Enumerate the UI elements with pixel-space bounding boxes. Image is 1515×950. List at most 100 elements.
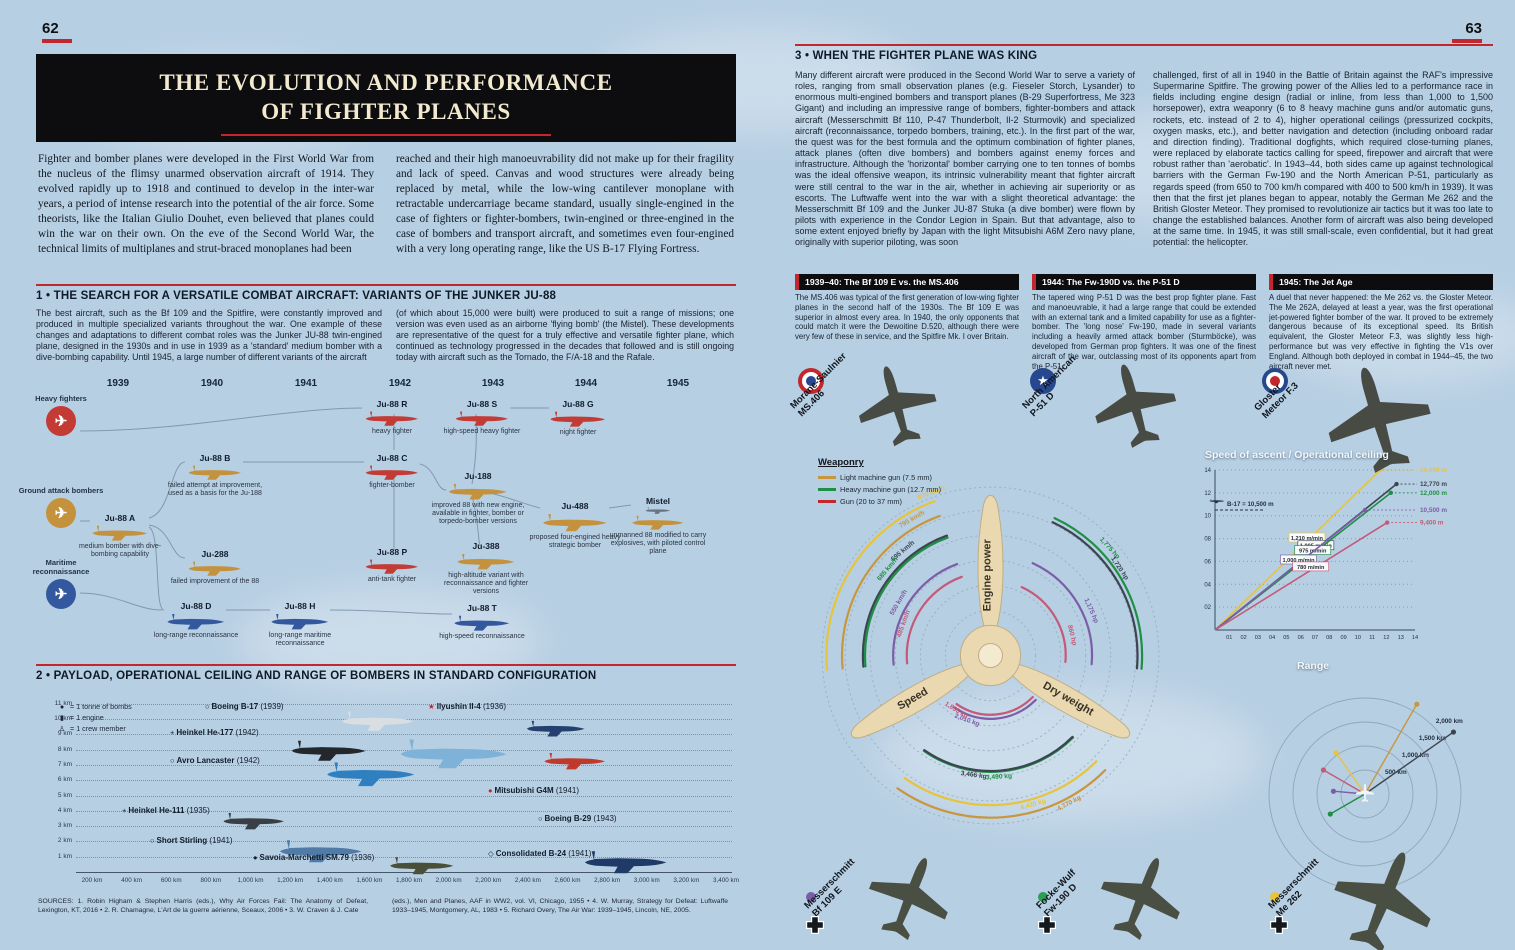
x-axis-tick: 1,800 km <box>396 877 422 884</box>
variant-plane-silhouette <box>456 551 516 572</box>
propeller-blade <box>850 660 981 739</box>
chart-shape <box>401 740 507 769</box>
propeller-hub-center <box>977 642 1004 669</box>
variant-caption: unmanned 88 modified to carry explosives… <box>609 532 707 556</box>
bomber-label: ★Ilyushin Il-4 (1936) <box>428 702 507 711</box>
propeller-blade <box>1000 660 1131 739</box>
chart-shape <box>449 484 507 500</box>
gridline <box>76 795 732 797</box>
variant-name: Ju-88 S <box>466 399 498 409</box>
chart-shape <box>189 562 241 576</box>
chart-shape <box>457 554 514 569</box>
weaponry-item: Gun (20 to 37 mm) <box>818 497 978 506</box>
variant-plane-silhouette <box>453 613 511 633</box>
ring-label: 2,000 km <box>1436 718 1463 725</box>
aircraft-name-meteor: Gloster Meteor F.3 <box>1252 373 1301 421</box>
bomber-label: ○Avro Lancaster (1942) <box>170 756 260 765</box>
gridline <box>76 826 732 828</box>
timeline-year: 1940 <box>200 378 224 389</box>
weaponry-legend: Weaponry Light machine gun (7.5 mm) Heav… <box>818 452 978 506</box>
chart-shape <box>342 712 413 731</box>
comparison-arc <box>863 528 1118 783</box>
y-tick-label: 06 <box>1204 559 1211 565</box>
timeline-year: 1943 <box>481 378 505 389</box>
bomber-name: Mitsubishi G4M <box>494 786 554 795</box>
x-axis-tick: 2,200 km <box>475 877 502 884</box>
variant-caption: night fighter <box>559 429 597 436</box>
line-end-dot <box>1384 520 1390 525</box>
bomber-marker-icon: ◇ <box>488 849 494 858</box>
range-dot <box>1330 788 1337 794</box>
bomber-marker-icon: + <box>122 806 127 815</box>
x-axis-tick: 3,200 km <box>673 877 700 884</box>
x-axis-tick: 3,000 km <box>633 877 660 884</box>
bomber-silhouette <box>525 718 587 739</box>
gridline <box>76 856 732 858</box>
bombers-legend-item: ♙ = 1 crew member <box>56 724 126 733</box>
variant-name: Ju-188 <box>464 471 492 481</box>
timeline-legend-label: Ground attack bombers <box>18 486 104 495</box>
timeline-connectors <box>79 407 632 615</box>
cloud <box>1040 110 1380 220</box>
arc-value-label: 860 hp <box>1066 624 1078 646</box>
chart-shape <box>189 466 241 480</box>
y-axis-tick: 9 km <box>57 730 72 738</box>
chart-shape <box>527 721 585 737</box>
chart-shape <box>271 614 328 629</box>
bomber-marker-icon: ○ <box>150 836 155 845</box>
y-axis-tick: 4 km <box>57 806 72 814</box>
y-axis-tick: 10 km <box>54 715 72 722</box>
bomber-label: ●Savoia-Marchetti SM.79 (1936) <box>253 853 375 862</box>
bomber-name: Consolidated B-24 <box>495 849 567 858</box>
bomber-name: Heinkel He-177 <box>176 728 234 737</box>
x-tick-label: 12 <box>1383 635 1389 641</box>
variant-plane-silhouette <box>364 409 420 428</box>
bomber-label: +Heinkel He-111 (1935) <box>122 806 210 815</box>
sources-text-right: (eds.), Men and Planes, AAF in WW2, vol.… <box>392 898 728 914</box>
timeline-legend-item: Maritime reconnaissance✈ <box>18 558 104 609</box>
blade-label-engine-power: Engine power <box>982 538 994 611</box>
range-dot <box>1320 767 1327 773</box>
weaponry-label: Gun (20 to 37 mm) <box>840 497 903 506</box>
weaponry-title: Weaponry <box>818 457 864 468</box>
climb-line <box>1214 521 1388 631</box>
center-plane-icon <box>1356 784 1374 802</box>
bomber-name: Heinkel He-111 <box>128 806 185 815</box>
x-axis-tick: 1,400 km <box>316 877 343 884</box>
y-tick-label: 12 <box>1204 491 1211 497</box>
ascent-chart-title: Speed of ascent / Operational ceiling <box>1205 449 1389 461</box>
section1-body-col2: (of which about 15,000 were built) were … <box>396 308 734 362</box>
timeline-legend-label: Maritime reconnaissance <box>32 558 90 576</box>
variant-name: Ju-88 T <box>467 603 497 613</box>
variant-caption: long-range reconnaissance <box>153 632 239 639</box>
range-dot <box>1450 729 1457 735</box>
comparison-box-1-body: The MS.406 was typical of the first gene… <box>795 293 1019 342</box>
bomber-name: Boeing B-17 <box>211 702 259 711</box>
chart-shape <box>366 560 418 574</box>
intro-column-2: reached and their high manoeuvrability d… <box>396 153 734 256</box>
comparison-box-3-body: A duel that never happened: the Me 262 v… <box>1269 293 1493 371</box>
variant-plane-silhouette <box>187 463 243 482</box>
comparison-arc <box>842 507 1139 804</box>
x-axis-tick: 1,200 km <box>277 877 304 884</box>
section2-heading: 2 • PAYLOAD, OPERATIONAL CEILING AND RAN… <box>36 670 597 682</box>
page-title-line2: OF FIGHTER PLANES <box>261 99 511 125</box>
x-tick-label: 02 <box>1240 635 1246 641</box>
variant-name: Ju-88 C <box>376 453 408 463</box>
bomber-name: Ilyushin Il-4 <box>436 702 481 711</box>
gridline <box>76 749 732 751</box>
variant-name: Ju-88 R <box>376 399 408 409</box>
comparison-arc <box>873 538 1108 773</box>
chart-shape <box>1356 784 1374 802</box>
variant-plane-silhouette <box>187 559 243 578</box>
variant-name: Ju-88 P <box>376 547 408 557</box>
x-tick-label: 10 <box>1355 635 1361 641</box>
comparison-arc <box>837 502 1144 809</box>
variant-plane-silhouette <box>454 409 510 428</box>
variant-name: Ju-488 <box>561 501 589 511</box>
propeller-blade <box>977 494 1004 645</box>
